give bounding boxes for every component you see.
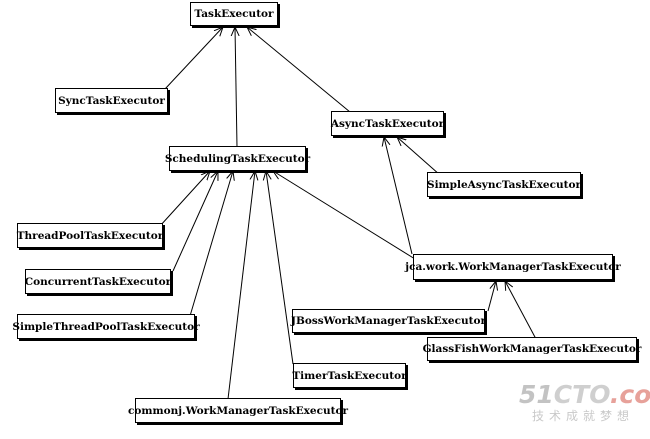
- node-thread-pool-task-executor: ThreadPoolTaskExecutor: [17, 223, 163, 248]
- arrow-simplethreadpool-to-scheduling: [189, 171, 233, 317]
- node-jboss-work-manager-task-executor: JBossWorkManagerTaskExecutor: [291, 309, 486, 333]
- arrow-sync-to-taskexecutor: [164, 27, 223, 90]
- node-jca-work-manager-task-executor: jca.work.WorkManagerTaskExecutor: [405, 254, 621, 280]
- node-timer-task-executor: TimerTaskExecutor: [292, 363, 407, 388]
- node-task-executor: TaskExecutor: [190, 2, 278, 26]
- arrow-jboss-to-jca: [487, 281, 496, 312]
- arrow-commonj-to-scheduling: [227, 171, 255, 400]
- node-concurrent-task-executor: ConcurrentTaskExecutor: [25, 269, 171, 294]
- watermark-subtitle: 技术成就梦想: [531, 409, 634, 423]
- arrow-timer-to-scheduling: [266, 171, 294, 365]
- arrow-jca-to-async: [384, 137, 413, 255]
- node-glassfish-work-manager-task-executor: GlassFishWorkManagerTaskExecutor: [423, 337, 641, 361]
- node-sync-task-executor: SyncTaskExecutor: [55, 88, 168, 113]
- arrow-scheduling-to-taskexecutor: [235, 27, 237, 148]
- node-simple-async-task-executor: SimpleAsyncTaskExecutor: [427, 172, 581, 197]
- node-simple-thread-pool-task-executor: SimpleThreadPoolTaskExecutor: [12, 314, 200, 339]
- arrow-async-to-taskexecutor: [247, 27, 351, 113]
- arrow-jca-to-scheduling: [273, 171, 416, 260]
- node-scheduling-task-executor: SchedulingTaskExecutor: [165, 146, 310, 171]
- node-commonj-work-manager-task-executor: commonj.WorkManagerTaskExecutor: [128, 398, 348, 423]
- node-async-task-executor: AsyncTaskExecutor: [331, 111, 444, 136]
- arrow-glassfish-to-jca: [505, 281, 537, 340]
- watermark-logo: 51CTO.com: [519, 380, 650, 409]
- arrow-threadpool-to-scheduling: [159, 171, 210, 227]
- arrow-concurrent-to-scheduling: [172, 171, 218, 272]
- arrow-simpleasync-to-async: [397, 137, 441, 176]
- watermark-51cto: 51CTO.com 技术成就梦想: [519, 380, 650, 436]
